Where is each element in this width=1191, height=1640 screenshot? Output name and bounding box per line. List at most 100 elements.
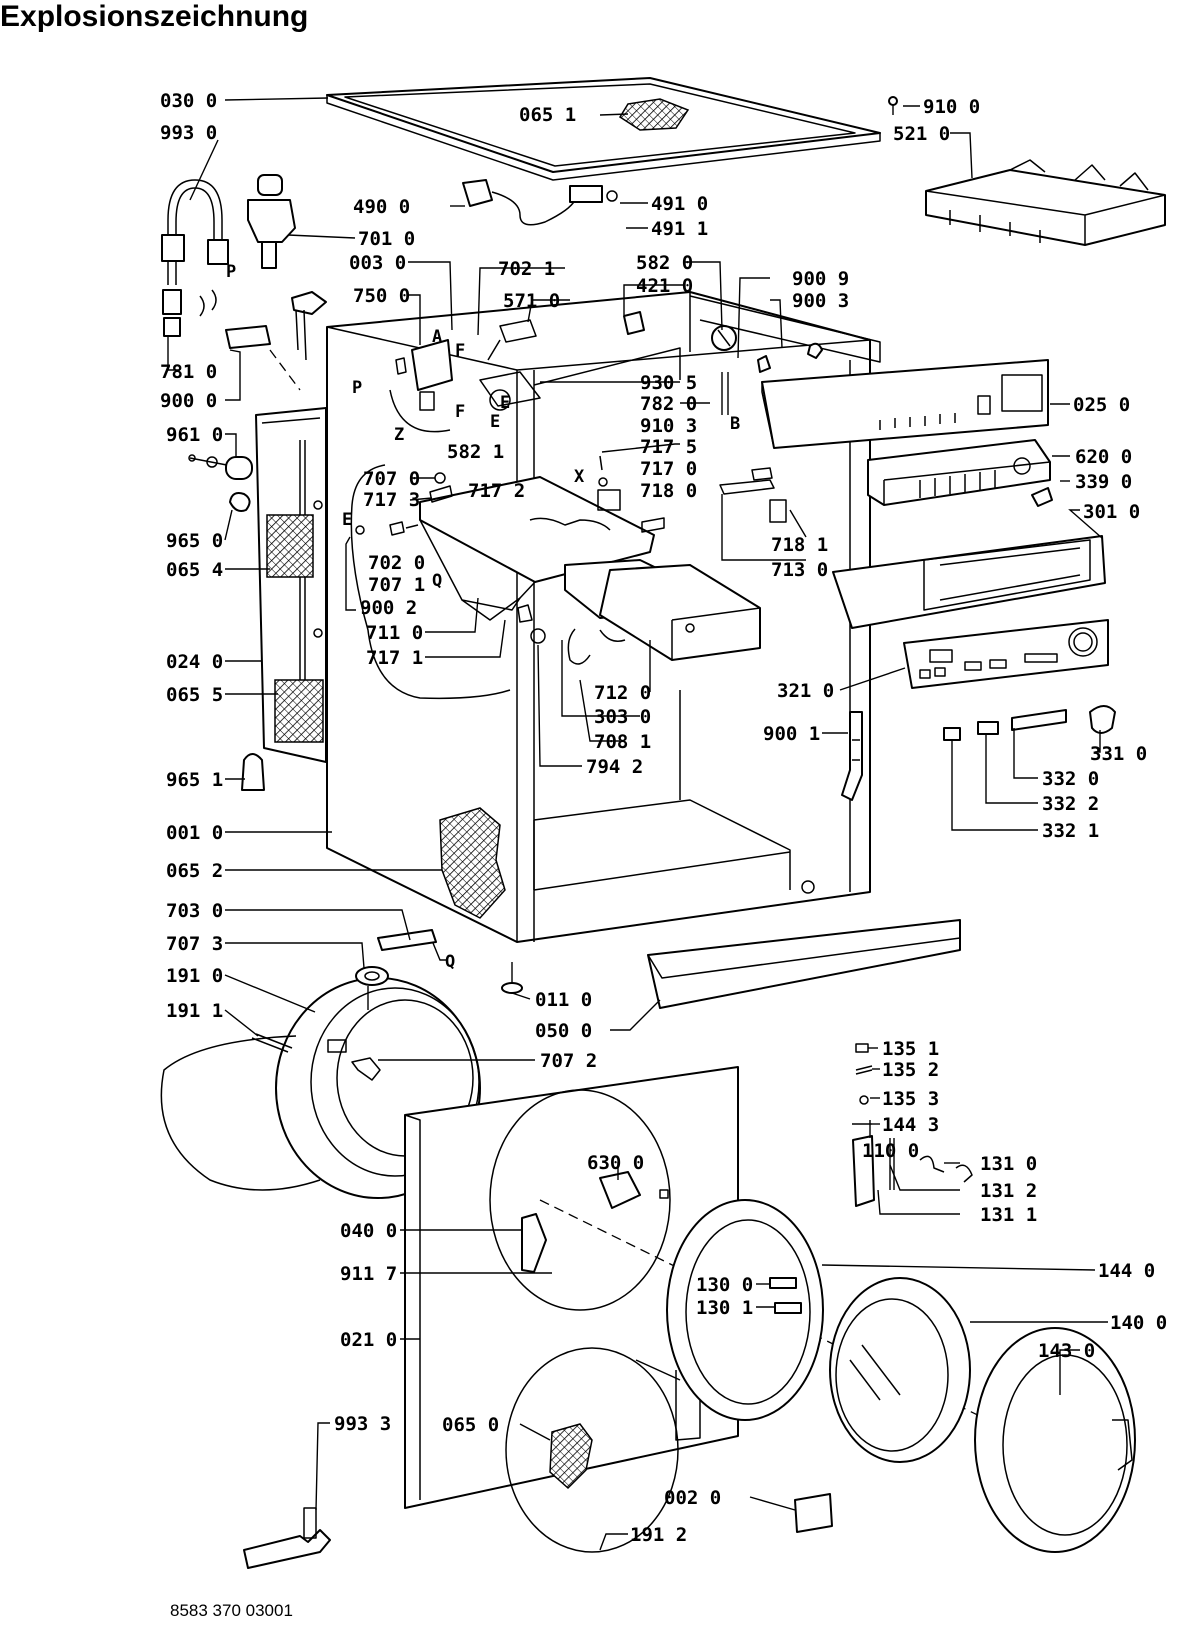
callout-131-2: 131 2 xyxy=(980,1180,1037,1202)
callout-110-0: 110 0 xyxy=(862,1140,919,1162)
callout-144-3: 144 3 xyxy=(882,1114,939,1136)
marker-f-2: F xyxy=(455,402,465,422)
latch-900-1 xyxy=(841,711,863,801)
callout-582-0: 582 0 xyxy=(636,252,693,274)
screws-135-144 xyxy=(852,1043,873,1125)
part-drawings xyxy=(160,77,1166,1569)
callout-620-0: 620 0 xyxy=(1075,446,1132,468)
marker-p-1: P xyxy=(226,262,236,282)
buttons-331-332 xyxy=(943,705,1116,741)
callout-331-0: 331 0 xyxy=(1090,743,1147,765)
fascia-321-0 xyxy=(903,619,1109,689)
inner-ring-143-0 xyxy=(974,1327,1136,1553)
hose-clamp-area xyxy=(225,291,327,391)
callout-708-1: 708 1 xyxy=(594,731,651,753)
callout-021-0: 021 0 xyxy=(340,1329,397,1351)
page-title: Explosionszeichnung xyxy=(0,0,309,33)
callout-717-5: 717 5 xyxy=(640,436,697,458)
callout-labels: 030 0 065 1 910 0 993 0 521 0 490 0 491 … xyxy=(160,90,1167,1546)
callout-910-0: 910 0 xyxy=(923,96,980,118)
top-lid xyxy=(326,77,881,181)
panel-301-0 xyxy=(832,535,1106,629)
callout-965-0: 965 0 xyxy=(166,530,223,552)
callout-717-3: 717 3 xyxy=(363,489,420,511)
callout-191-1: 191 1 xyxy=(166,1000,223,1022)
callout-900-9: 900 9 xyxy=(792,268,849,290)
callout-332-2: 332 2 xyxy=(1042,793,1099,815)
letter-markers: P P A F F E E Z B X E Q Q xyxy=(226,262,740,972)
marker-q-1: Q xyxy=(432,571,442,591)
callout-900-1: 900 1 xyxy=(763,723,820,745)
callout-713-0: 713 0 xyxy=(771,559,828,581)
front-panel-021-0 xyxy=(404,1066,1121,1509)
callout-191-2: 191 2 xyxy=(630,1524,687,1546)
callout-712-0: 712 0 xyxy=(594,682,651,704)
valve-701-0 xyxy=(247,174,296,269)
leader-lines xyxy=(167,97,1108,1551)
callout-781-0: 781 0 xyxy=(160,361,217,383)
marker-p-2: P xyxy=(352,378,362,398)
callout-965-1: 965 1 xyxy=(166,769,223,791)
callout-144-0: 144 0 xyxy=(1098,1260,1155,1282)
callout-711-0: 711 0 xyxy=(366,622,423,644)
tool-993-3 xyxy=(243,1507,331,1569)
callout-135-2: 135 2 xyxy=(882,1059,939,1081)
handle-parts-110-131 xyxy=(852,1135,973,1207)
callout-143-0: 143 0 xyxy=(1038,1340,1095,1362)
callout-717-2: 717 2 xyxy=(468,480,525,502)
callout-131-1: 131 1 xyxy=(980,1204,1037,1226)
callout-491-0: 491 0 xyxy=(651,193,708,215)
callout-701-0: 701 0 xyxy=(358,228,415,250)
callout-040-0: 040 0 xyxy=(340,1220,397,1242)
marker-q-2: Q xyxy=(445,952,455,972)
callout-024-0: 024 0 xyxy=(166,651,223,673)
callout-030-0: 030 0 xyxy=(160,90,217,112)
parts-750-571 xyxy=(389,319,541,433)
marker-e-3: E xyxy=(342,510,352,530)
side-panel-024-0 xyxy=(255,407,327,763)
callout-961-0: 961 0 xyxy=(166,424,223,446)
callout-718-1: 718 1 xyxy=(771,534,828,556)
callout-490-0: 490 0 xyxy=(353,196,410,218)
marker-e-1: E xyxy=(490,412,500,432)
control-frame-025-0 xyxy=(761,359,1049,449)
callout-521-0: 521 0 xyxy=(893,123,950,145)
callout-717-0: 717 0 xyxy=(640,458,697,480)
marker-x: X xyxy=(574,467,585,487)
callout-321-0: 321 0 xyxy=(777,680,834,702)
callout-332-0: 332 0 xyxy=(1042,768,1099,790)
callout-930-5: 930 5 xyxy=(640,372,697,394)
callout-301-0: 301 0 xyxy=(1083,501,1140,523)
plinth-050-0 xyxy=(647,919,961,1009)
part-339-0 xyxy=(1031,487,1053,507)
dispenser-assembly xyxy=(350,464,761,700)
callout-911-7: 911 7 xyxy=(340,1263,397,1285)
door-ring-144-0 xyxy=(666,1199,824,1441)
callout-900-0: 900 0 xyxy=(160,390,217,412)
callout-191-0: 191 0 xyxy=(166,965,223,987)
callout-131-0: 131 0 xyxy=(980,1153,1037,1175)
callout-707-2: 707 2 xyxy=(540,1050,597,1072)
marker-f-1: F xyxy=(455,341,465,361)
parts-703-707 xyxy=(355,929,437,1010)
callout-065-2: 065 2 xyxy=(166,860,223,882)
clamp-ring-191-1 xyxy=(160,1033,321,1191)
screw-910-0 xyxy=(888,96,898,115)
callout-065-1: 065 1 xyxy=(519,104,576,126)
callout-491-1: 491 1 xyxy=(651,218,708,240)
callout-571-0: 571 0 xyxy=(503,290,560,312)
callout-900-3: 900 3 xyxy=(792,290,849,312)
callout-303-0: 303 0 xyxy=(594,706,651,728)
callout-332-1: 332 1 xyxy=(1042,820,1099,842)
door-191-2 xyxy=(505,1347,681,1553)
callout-421-0: 421 0 xyxy=(636,275,693,297)
door-glass-140-0 xyxy=(829,1277,971,1463)
callout-782-0: 782 0 xyxy=(640,393,697,415)
callout-130-1: 130 1 xyxy=(696,1297,753,1319)
holder-521-0 xyxy=(925,159,1166,246)
foot-011-0 xyxy=(501,962,523,994)
callout-130-0: 130 0 xyxy=(696,1274,753,1296)
callout-140-0: 140 0 xyxy=(1110,1312,1167,1334)
switches-582-900 xyxy=(623,311,823,415)
